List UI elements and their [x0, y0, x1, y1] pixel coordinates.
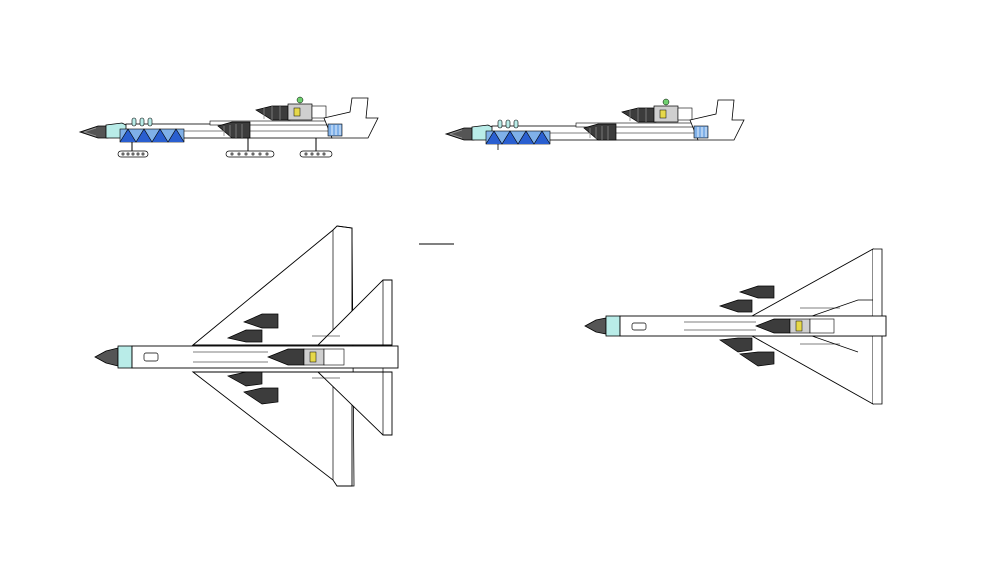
tail-gear: [299, 138, 333, 158]
top-view-wings-spread: [94, 225, 399, 487]
side-view-gear-up: [445, 98, 745, 150]
main-gear: [225, 138, 275, 158]
side-view-gear-down: [79, 96, 379, 158]
top-view-wings-swept: [584, 248, 887, 405]
nose-gear: [117, 142, 149, 158]
